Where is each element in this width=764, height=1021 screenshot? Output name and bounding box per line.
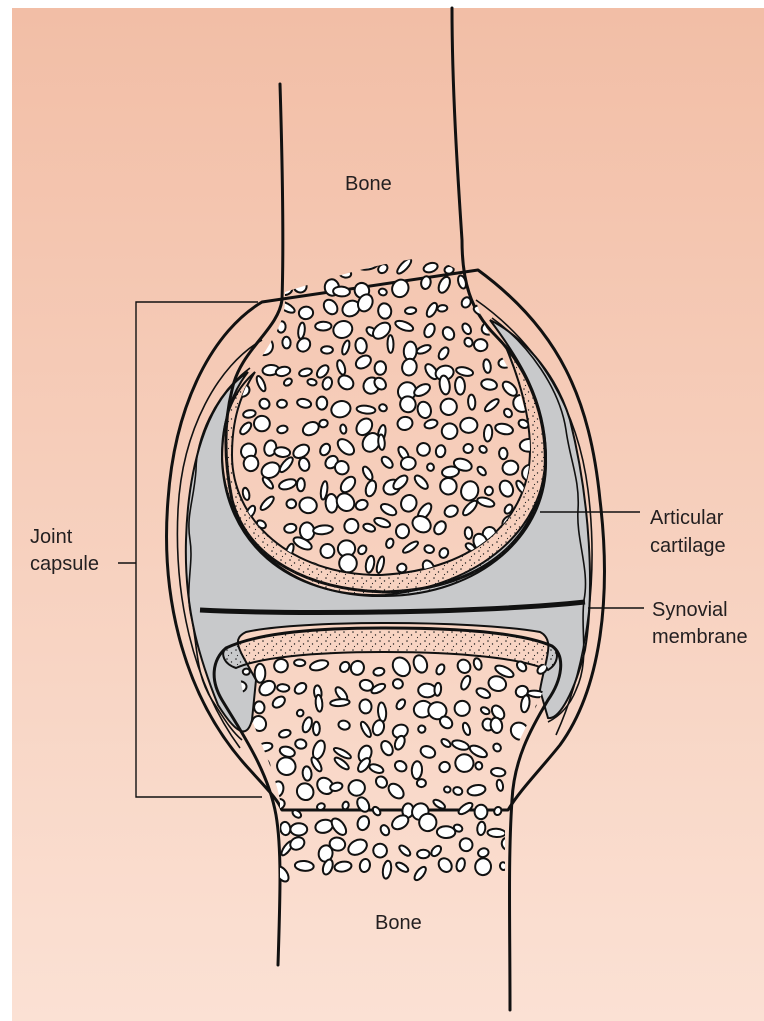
bone-pore xyxy=(434,683,442,697)
bone-pore xyxy=(474,339,488,352)
bone-pore xyxy=(277,684,290,692)
label-synovial-2: membrane xyxy=(652,626,748,648)
bone-pore xyxy=(302,766,312,781)
bone-pore xyxy=(474,805,487,820)
label-bone-bottom: Bone xyxy=(375,912,422,934)
bone-pore xyxy=(387,335,393,353)
bone-pore xyxy=(484,486,494,496)
label-joint-capsule-1: Joint xyxy=(30,526,73,548)
bone-pore xyxy=(321,346,333,353)
bone-pore xyxy=(298,306,313,320)
bone-pore xyxy=(340,424,348,434)
bone-pore xyxy=(487,828,505,837)
bone-pore xyxy=(378,434,386,450)
bone-pore xyxy=(417,725,426,734)
bone-pore xyxy=(286,499,296,508)
bone-pore xyxy=(315,695,323,712)
bone-pore xyxy=(243,668,250,675)
bone-pore xyxy=(396,524,410,539)
bone-pore xyxy=(325,494,338,513)
bone-pore xyxy=(477,821,487,835)
bone-pore xyxy=(437,826,456,838)
label-articular-1: Articular xyxy=(650,507,724,529)
bone-pore xyxy=(282,337,291,349)
bone-pore xyxy=(437,305,448,313)
bone-pore xyxy=(400,456,416,471)
bone-pore xyxy=(313,722,320,735)
bone-pore xyxy=(348,779,366,796)
bone-pore xyxy=(483,425,492,442)
label-synovial-1: Synovial xyxy=(652,599,728,621)
bone-pore xyxy=(435,445,446,458)
label-articular-2: cartilage xyxy=(650,535,726,557)
bone-pore xyxy=(330,699,350,707)
bone-pore xyxy=(254,416,270,432)
bone-pore xyxy=(499,448,508,460)
bone-pore xyxy=(417,850,429,859)
bone-pore xyxy=(411,761,422,779)
bone-pore xyxy=(454,700,470,716)
label-joint-capsule-2: capsule xyxy=(30,553,99,575)
bone-pore xyxy=(307,378,317,386)
bone-pore xyxy=(396,563,407,573)
bone-pore xyxy=(255,664,266,683)
bone-pore xyxy=(459,417,478,434)
bone-pore xyxy=(374,361,386,375)
bone-pore xyxy=(359,699,373,714)
bone-pore xyxy=(455,377,466,395)
bone-pore xyxy=(295,860,315,871)
bone-pore xyxy=(464,527,473,540)
bone-pore xyxy=(491,767,506,777)
bone-pore xyxy=(316,396,327,409)
bone-pore xyxy=(339,554,357,572)
bone-pore xyxy=(277,400,287,408)
bone-pore xyxy=(254,701,265,714)
bone-pore xyxy=(417,779,426,787)
bone-pore xyxy=(405,307,417,315)
bone-pore xyxy=(294,659,305,666)
bone-pore xyxy=(468,394,476,409)
bone-pore xyxy=(378,288,387,296)
label-bone-top: Bone xyxy=(345,173,392,195)
bone-pore xyxy=(475,762,483,770)
bone-pore xyxy=(315,322,331,331)
bone-pore xyxy=(333,286,350,297)
bone-pore xyxy=(290,823,307,835)
bone-pore xyxy=(426,463,434,472)
bone-pore xyxy=(377,702,387,722)
bone-pore xyxy=(355,337,368,354)
bone-pore xyxy=(297,478,305,491)
